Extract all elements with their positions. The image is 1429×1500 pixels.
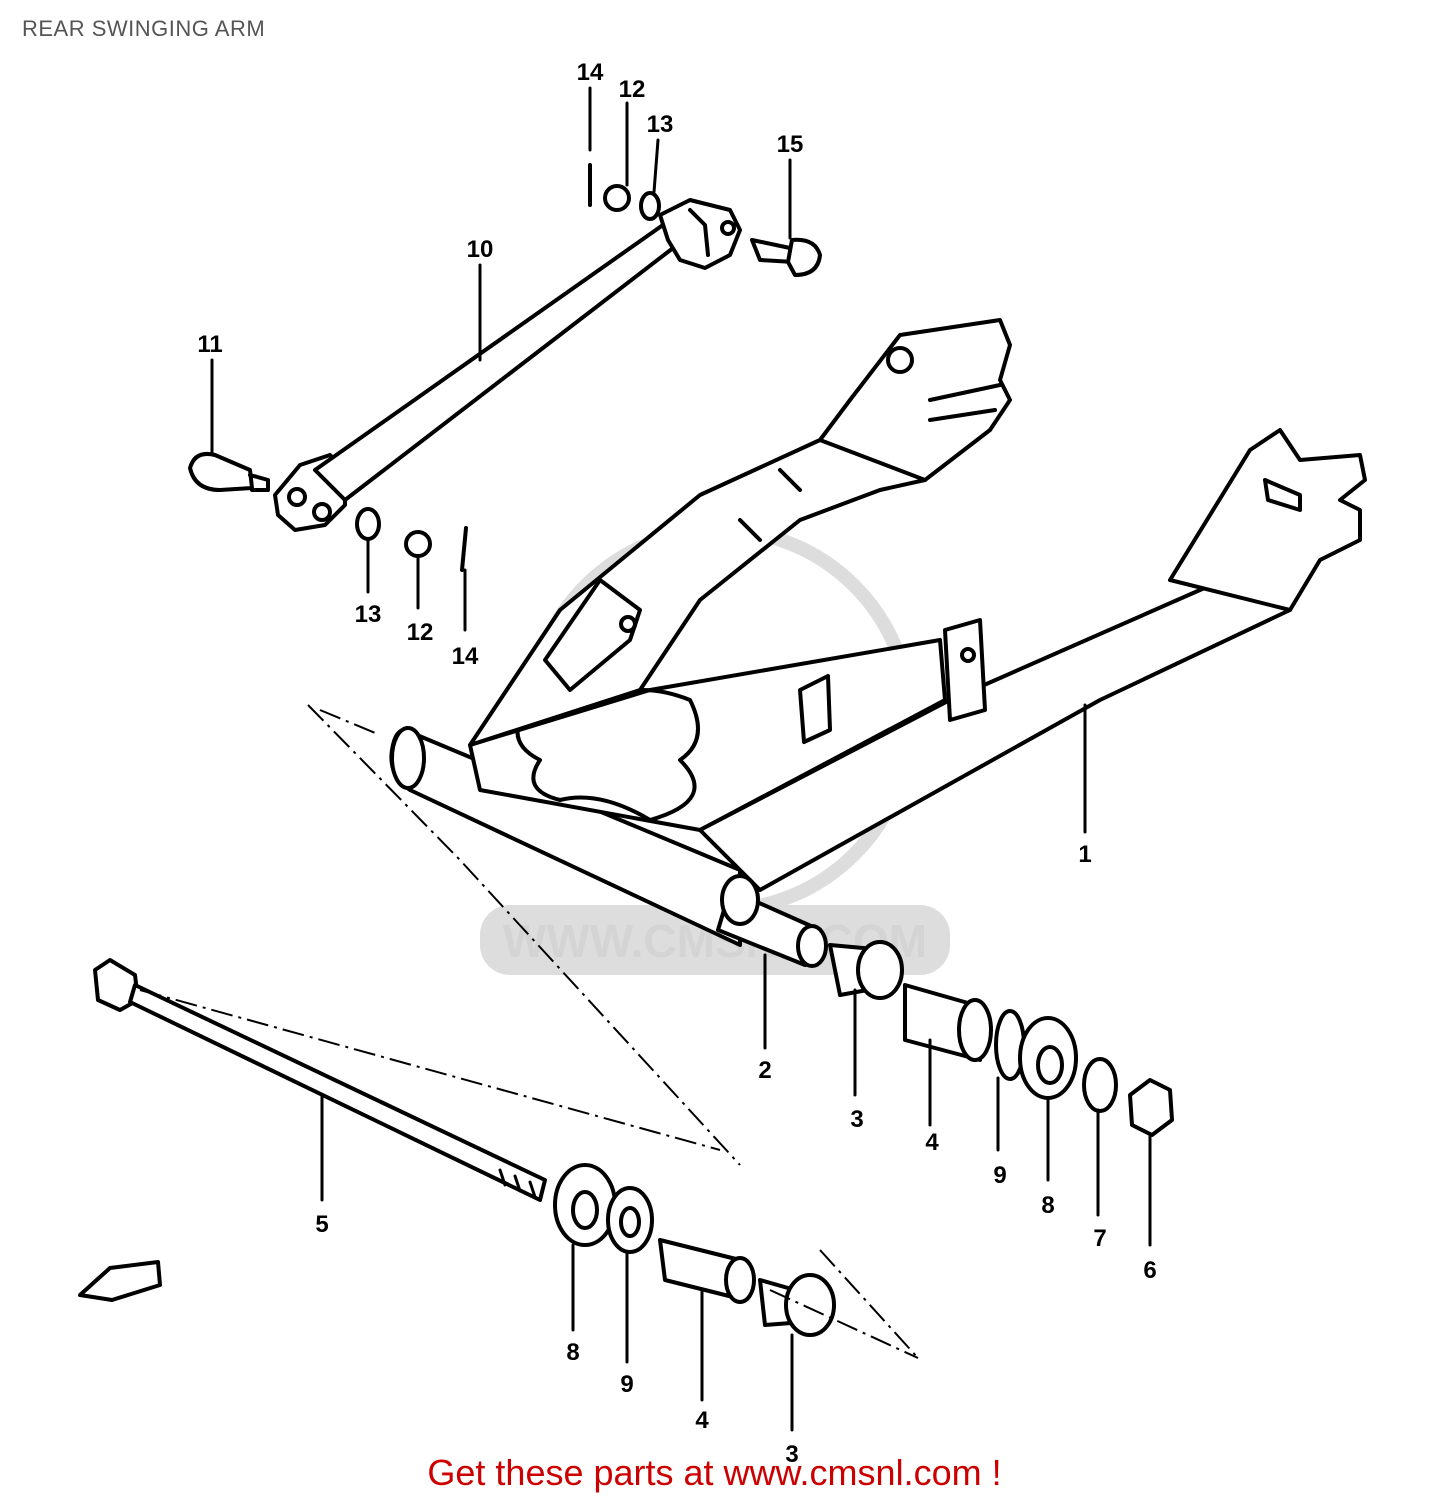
page-title: REAR SWINGING ARM bbox=[22, 16, 266, 41]
callout-10: 10 bbox=[467, 236, 494, 263]
part-sleeve bbox=[716, 874, 828, 968]
part-torque-rod bbox=[273, 198, 742, 532]
footer-link[interactable]: Get these parts at www.cmsnl.com ! bbox=[427, 1452, 1002, 1493]
callout-12: 12 bbox=[619, 76, 646, 103]
part-top-hardware bbox=[588, 163, 661, 221]
part-right-stack bbox=[828, 940, 1174, 1137]
callout-5: 5 bbox=[315, 1211, 328, 1238]
forward-arrow-icon bbox=[78, 1260, 162, 1302]
part-bolt-11 bbox=[188, 451, 270, 492]
part-left-stack bbox=[553, 1163, 836, 1337]
part-swing-arm bbox=[389, 318, 1367, 947]
callout-14: 14 bbox=[577, 59, 604, 86]
callout-2: 2 bbox=[758, 1057, 771, 1084]
callout-15: 15 bbox=[777, 131, 804, 158]
callout-11: 11 bbox=[197, 331, 222, 358]
callout-8: 8 bbox=[1041, 1192, 1054, 1219]
part-bolt-15 bbox=[750, 237, 822, 277]
callout-7: 7 bbox=[1093, 1225, 1106, 1252]
callout-9: 9 bbox=[620, 1371, 633, 1398]
callout-9: 9 bbox=[993, 1162, 1006, 1189]
callouts: 14 12 13 15 10 11 13 12 14 1 2 3 4 9 8 7… bbox=[197, 59, 1156, 1468]
callout-14: 14 bbox=[452, 643, 479, 670]
leader-lines bbox=[210, 86, 1152, 1432]
callout-4: 4 bbox=[695, 1407, 709, 1434]
callout-4: 4 bbox=[925, 1129, 939, 1156]
part-pivot-bolt bbox=[93, 958, 547, 1202]
centerlines bbox=[139, 704, 919, 1359]
callout-13: 13 bbox=[647, 111, 674, 138]
callout-12: 12 bbox=[407, 619, 434, 646]
callout-8: 8 bbox=[566, 1339, 579, 1366]
callout-3: 3 bbox=[850, 1106, 863, 1133]
callout-13: 13 bbox=[355, 601, 382, 628]
callout-1: 1 bbox=[1078, 841, 1091, 868]
callout-6: 6 bbox=[1143, 1257, 1156, 1284]
callout-3: 3 bbox=[785, 1441, 798, 1468]
part-bottom-hardware bbox=[355, 507, 468, 572]
